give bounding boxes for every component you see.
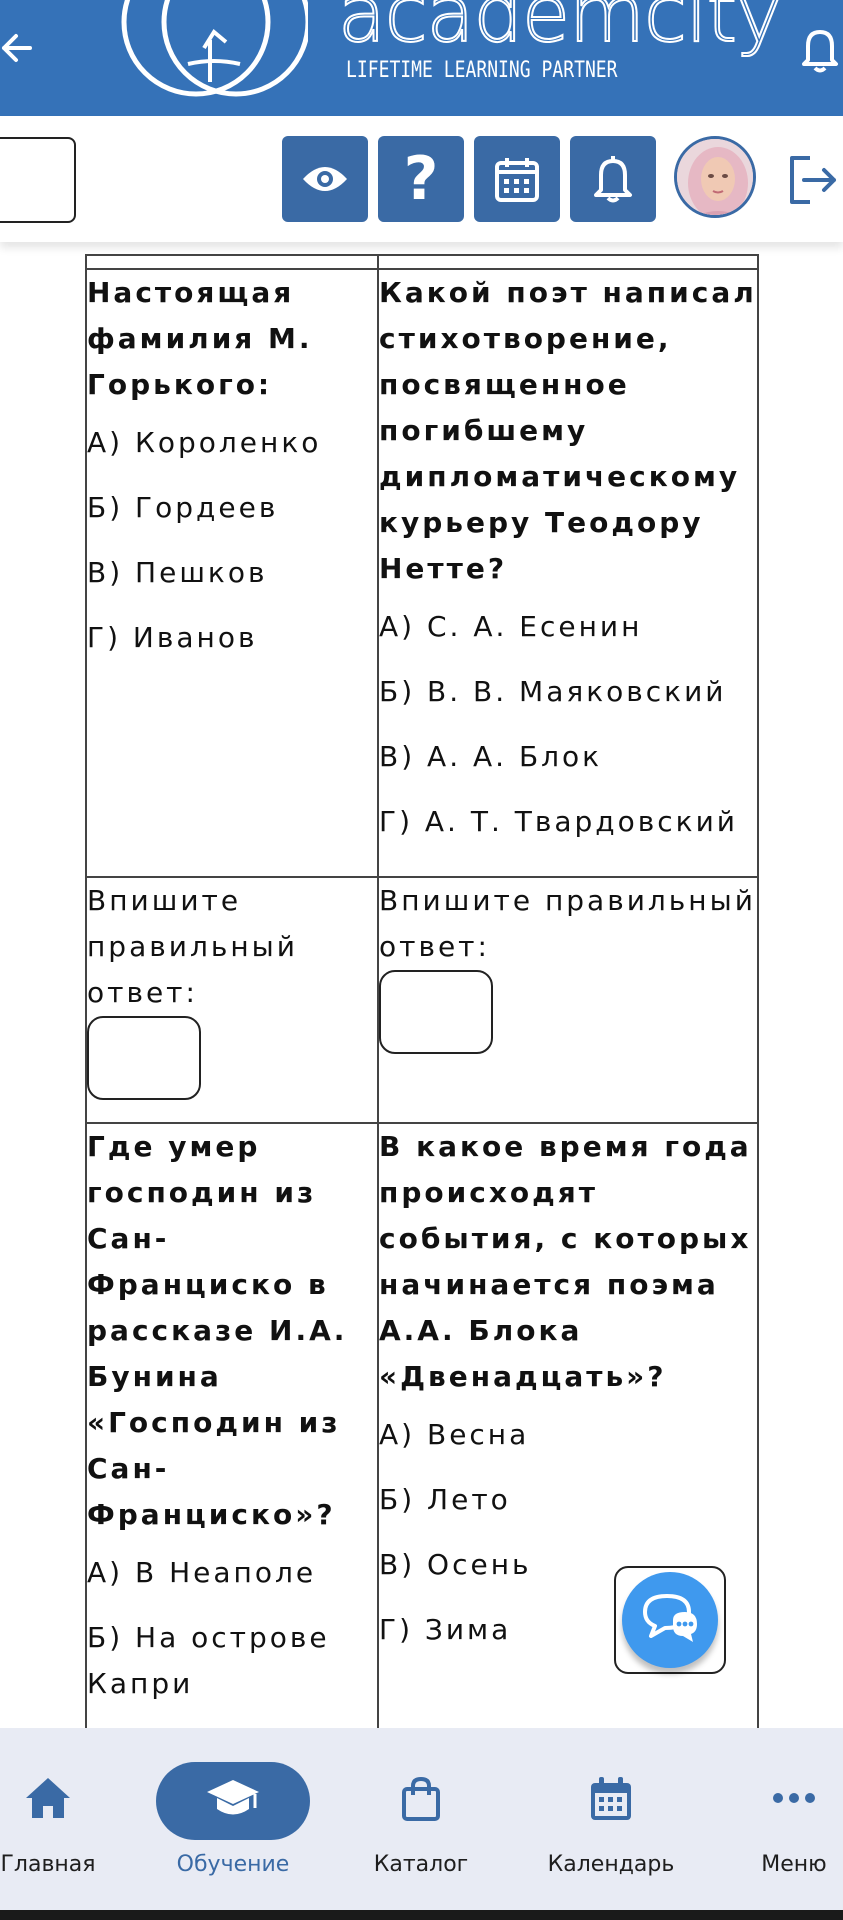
nav-item-calendar[interactable]: Календарь xyxy=(536,1728,686,1910)
nav-label: Обучение xyxy=(176,1852,290,1877)
calendar-icon xyxy=(591,1777,631,1820)
question-icon: ? xyxy=(403,144,439,214)
answer-option: А) Короленко xyxy=(87,426,322,459)
notifications-button[interactable] xyxy=(570,136,656,222)
nav-label: Главная xyxy=(0,1852,96,1877)
nav-item-catalog[interactable]: Каталог xyxy=(364,1728,478,1910)
system-bar xyxy=(0,1910,843,1920)
answer-option: А) С. А. Есенин xyxy=(379,610,643,643)
user-avatar[interactable] xyxy=(674,136,756,218)
question-cell: Настоящая фамилия М. Горького: А) Короле… xyxy=(85,268,379,878)
answer-input[interactable] xyxy=(380,970,493,1054)
more-dots-icon xyxy=(773,1793,815,1803)
answer-prompt: Впишите правильный ответ: xyxy=(87,884,298,1009)
eye-icon xyxy=(303,167,347,191)
answer-option: В) Осень xyxy=(379,1548,532,1581)
answer-option: Б) Гордеев xyxy=(87,491,279,524)
answer-option: Б) В. В. Маяковский xyxy=(379,675,727,708)
bottom-navigation: Главная Обучение Каталог Календарь xyxy=(0,1728,843,1910)
calendar-button[interactable] xyxy=(474,136,560,222)
question-cell: Где умер господин из Сан-Франциско в рас… xyxy=(85,1122,379,1728)
avatar-portrait-icon xyxy=(677,139,753,215)
answer-option: В) Пешков xyxy=(87,556,268,589)
home-icon xyxy=(26,1778,70,1818)
help-button[interactable]: ? xyxy=(378,136,464,222)
nav-label: Календарь xyxy=(547,1852,675,1877)
answer-option: А) Весна xyxy=(379,1418,530,1451)
answer-option: В) А. А. Блок xyxy=(379,740,603,773)
chat-bubble xyxy=(622,1572,718,1668)
question-cell: Какой поэт написал стихотворение, посвящ… xyxy=(377,268,759,878)
answer-cell: Впишите правильный ответ: xyxy=(85,876,379,1124)
toolbar: ? xyxy=(0,116,843,242)
academcity-logo-icon xyxy=(121,0,308,97)
table-row: Впишите правильный ответ: Впишите правил… xyxy=(85,876,759,1124)
table-row xyxy=(85,254,759,270)
chat-button[interactable] xyxy=(614,1566,726,1674)
nav-item-learning[interactable]: Обучение xyxy=(158,1728,308,1910)
answer-option: Г) А. Т. Твардовский xyxy=(379,805,738,838)
back-arrow-icon[interactable] xyxy=(0,28,40,68)
nav-label: Каталог xyxy=(373,1852,469,1877)
logout-icon[interactable] xyxy=(786,152,838,208)
chat-bubbles-icon xyxy=(643,1594,697,1642)
nav-label: Меню xyxy=(761,1852,827,1877)
answer-option: Б) На острове Капри xyxy=(87,1621,330,1700)
bell-icon xyxy=(594,156,632,203)
answer-input[interactable] xyxy=(88,1016,201,1100)
calendar-icon xyxy=(495,158,539,202)
answer-option: Г) Иванов xyxy=(87,621,258,654)
graduation-cap-icon xyxy=(207,1780,259,1815)
answer-option: Б) Лето xyxy=(379,1483,511,1516)
answer-option: Г) Зима xyxy=(379,1613,512,1646)
question-text: Какой поэт написал стихотворение, посвящ… xyxy=(379,276,757,585)
nav-item-menu[interactable]: Меню xyxy=(752,1728,836,1910)
quiz-table: Настоящая фамилия М. Горького: А) Короле… xyxy=(85,254,759,1728)
table-row: Настоящая фамилия М. Горького: А) Короле… xyxy=(85,268,759,878)
quiz-content[interactable]: Настоящая фамилия М. Горького: А) Короле… xyxy=(0,242,843,1728)
question-text: В какое время года происходят события, с… xyxy=(379,1130,752,1393)
question-text: Настоящая фамилия М. Горького: xyxy=(87,276,313,401)
answer-prompt: Впишите правильный ответ: xyxy=(379,884,756,963)
search-input[interactable] xyxy=(0,137,76,223)
question-text: Где умер господин из Сан-Франциско в рас… xyxy=(87,1130,348,1531)
nav-item-home[interactable]: Главная xyxy=(0,1728,96,1910)
answer-cell: Впишите правильный ответ: xyxy=(377,876,759,1124)
view-button[interactable] xyxy=(282,136,368,222)
app-header: academcity LIFETIME LEARNING PARTNER xyxy=(0,0,843,116)
brand-tagline: LIFETIME LEARNING PARTNER xyxy=(346,58,618,83)
shopping-bag-icon xyxy=(402,1776,440,1821)
answer-option: А) В Неаполе xyxy=(87,1556,317,1589)
brand-name: academcity xyxy=(337,0,783,60)
table-row: Где умер господин из Сан-Франциско в рас… xyxy=(85,1122,759,1728)
notification-bell-icon[interactable] xyxy=(800,26,840,74)
